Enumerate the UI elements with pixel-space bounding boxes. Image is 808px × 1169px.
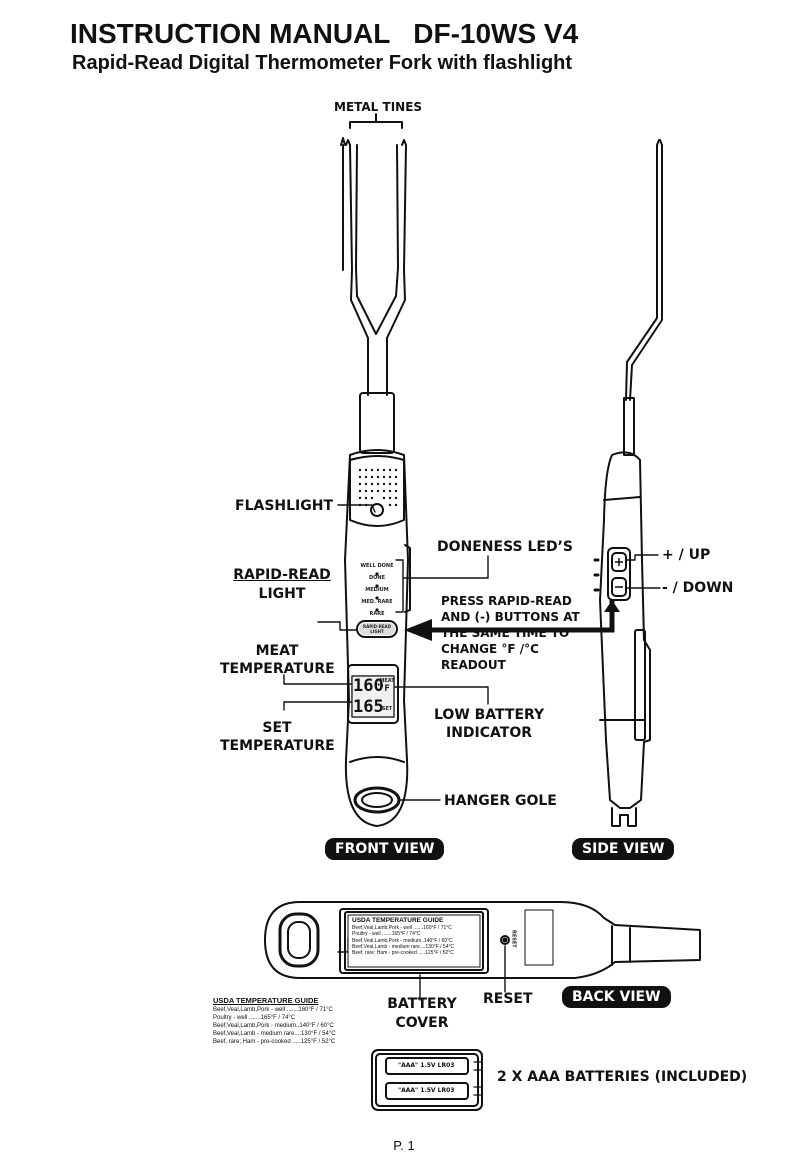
- label-minus-down: - / DOWN: [662, 580, 734, 596]
- set-temp-reading: 165: [353, 697, 384, 717]
- usda-guide-row: Beef, rare; Ham - pre-cooked .....125°F …: [213, 1039, 336, 1045]
- press-note-4: CHANGE °F /°C: [441, 642, 539, 656]
- label-rapid-read-1: RAPID-READ: [233, 567, 331, 583]
- front-flash-housing: [349, 455, 405, 527]
- leader-doneness: [395, 555, 489, 613]
- usda-guide-row: Beef,Veal,Lamb,Pork - medium..140°F / 60…: [213, 1023, 334, 1029]
- leader-rapid-read: [317, 621, 357, 631]
- leader-up: [625, 554, 659, 561]
- side-down-button: [611, 577, 627, 597]
- label-reset: RESET: [483, 991, 533, 1007]
- label-meat-temp-1: MEAT: [255, 643, 299, 659]
- battery-holder: [371, 1049, 483, 1111]
- back-battery-cover: [344, 911, 484, 971]
- label-battery-cover-1: BATTERY: [387, 996, 457, 1012]
- doneness-well-done: WELL DONE: [360, 563, 394, 569]
- doneness-med-rare: MED. RARE: [361, 599, 393, 605]
- label-hanger-hole: HANGER GOLE: [444, 793, 557, 809]
- label-doneness-leds: DONENESS LED’S: [437, 539, 574, 555]
- usda-cover-row: Beef,Veal,Lamb,Pork - well .......160°F …: [352, 925, 452, 931]
- page-number: P. 1: [393, 1138, 415, 1153]
- meat-tag: MEAT: [379, 678, 395, 684]
- tines-bracket: [349, 113, 403, 129]
- press-note-5: READOUT: [441, 658, 506, 672]
- front-side-button: [404, 544, 411, 613]
- doneness-done: DONE: [368, 575, 385, 581]
- usda-cover-row: Beef, rare; Ham - pre-cooked .....125°F …: [352, 950, 454, 957]
- set-tag: SET: [381, 706, 393, 712]
- side-body: [599, 451, 651, 809]
- usda-cover-row: Beef,Veal,Lamb,Pork - medium..140°F / 60…: [352, 937, 453, 944]
- usda-guide-row: Beef,Veal,Lamb,Pork - well .......160°F …: [213, 1007, 333, 1013]
- meat-temp-reading: 160: [353, 676, 384, 696]
- label-flashlight: FLASHLIGHT: [235, 498, 334, 514]
- back-body: [264, 901, 701, 979]
- side-up-button: [611, 552, 627, 572]
- label-battery-cover-2: COVER: [395, 1015, 449, 1031]
- back-label-plate: [524, 909, 554, 966]
- press-note-2: AND (-) BUTTONS AT: [441, 610, 580, 624]
- label-metal-tines: METAL TINES: [334, 100, 423, 114]
- press-note-3: THE SAME TIME TO: [441, 626, 570, 640]
- side-tip: [611, 807, 637, 827]
- battery-2: [385, 1082, 469, 1100]
- back-reset-text: RESET: [510, 930, 517, 948]
- leader-meat-temp: [283, 674, 353, 685]
- front-body: [344, 449, 409, 827]
- rapid-read-button-outline: [356, 620, 398, 638]
- front-lcd-frame: [347, 664, 399, 724]
- usda-cover-row: Beef,Veal,Lamb - medium rare....130°F / …: [352, 943, 455, 950]
- side-grip-lines: [599, 496, 645, 721]
- flashlight-lens: [370, 503, 384, 517]
- unit-readout: °F: [379, 684, 390, 694]
- label-set-temp-2: TEMPERATURE: [220, 738, 335, 754]
- usda-guide-row: Beef,Veal,Lamb - medium rare....130°F / …: [213, 1031, 336, 1037]
- side-clip: [634, 629, 646, 741]
- side-tine: [625, 139, 663, 401]
- rapid-read-button-text: RAPID-READ LIGHT: [363, 624, 391, 634]
- leader-flashlight: [337, 504, 376, 513]
- label-meat-temp-2: TEMPERATURE: [220, 661, 335, 677]
- battery-1: [385, 1057, 469, 1075]
- flashlight-grille: [358, 468, 398, 507]
- leader-set-temp: [283, 701, 353, 711]
- label-rapid-read-2: LIGHT: [258, 586, 306, 602]
- front-lower-grip: [349, 756, 405, 763]
- usda-guide-title: USDA TEMPERATURE GUIDE: [213, 996, 319, 1005]
- back-view-badge: BACK VIEW: [562, 986, 671, 1008]
- label-batteries-included: 2 X AAA BATTERIES (INCLUDED): [497, 1069, 748, 1085]
- battery-2-label: "AAA" 1.5V LR03: [398, 1087, 455, 1094]
- side-shaft: [623, 397, 635, 456]
- manual-title: INSTRUCTION MANUAL DF-10WS V4: [70, 18, 579, 49]
- back-hanger-hole: [278, 912, 320, 968]
- label-low-battery-1: LOW BATTERY: [434, 707, 545, 723]
- reset-hole: [500, 935, 510, 945]
- usda-guide-callout: USDA TEMPERATURE GUIDE Beef,Veal,Lamb,Po…: [213, 996, 363, 1046]
- doneness-medium: MEDIUM: [365, 587, 389, 593]
- usda-guide-on-cover: USDA TEMPERATURE GUIDE Beef,Veal,Lamb,Po…: [352, 917, 480, 956]
- front-hanger-hole: [353, 786, 401, 814]
- front-view-badge: FRONT VIEW: [325, 838, 445, 860]
- side-button-panel: [607, 547, 631, 601]
- leader-low-battery: [391, 686, 489, 705]
- doneness-rare: RARE: [369, 611, 385, 617]
- front-tines: [340, 137, 407, 396]
- usda-guide-row: Poultry - well .......165°F / 74°C: [213, 1015, 296, 1021]
- side-leds: [593, 558, 600, 592]
- doneness-led-dots: [375, 572, 379, 612]
- usda-cover-title: USDA TEMPERATURE GUIDE: [352, 917, 444, 924]
- usda-cover-row: Poultry - well .......165°F / 74°C: [352, 931, 421, 938]
- battery-1-label: "AAA" 1.5V LR03: [398, 1062, 455, 1069]
- side-view-badge: SIDE VIEW: [572, 838, 675, 860]
- label-low-battery-2: INDICATOR: [445, 725, 532, 741]
- label-plus-up: + / UP: [662, 547, 711, 563]
- label-set-temp-1: SET: [262, 720, 292, 736]
- manual-subtitle: Rapid-Read Digital Thermometer Fork with…: [72, 52, 573, 74]
- front-collar: [359, 392, 395, 454]
- press-note-1: PRESS RAPID-READ: [441, 594, 572, 608]
